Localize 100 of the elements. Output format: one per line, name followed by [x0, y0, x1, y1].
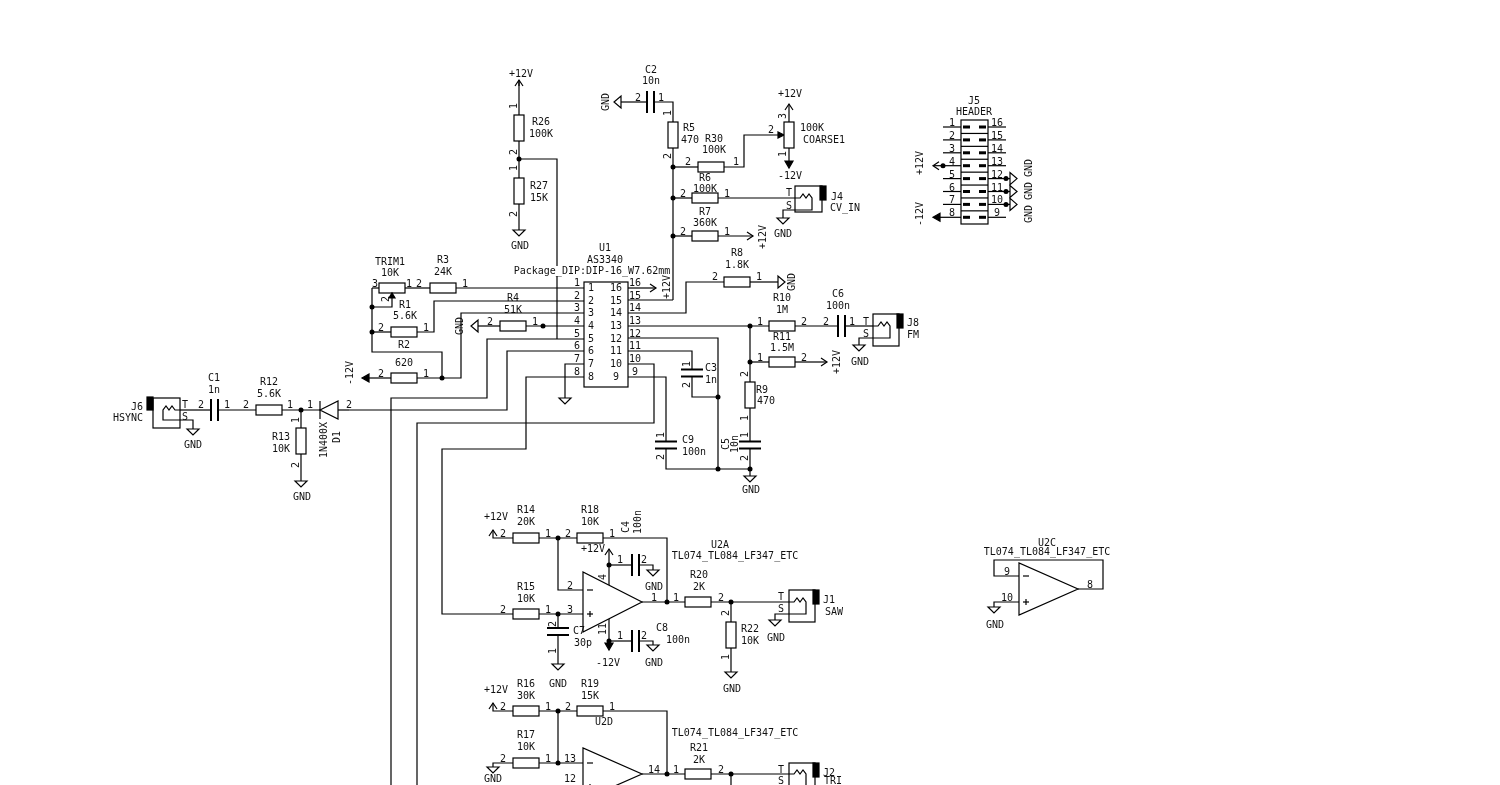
component-value: 100n: [665, 635, 691, 645]
pin-number: 1: [545, 754, 551, 764]
component-value: 1.5M: [769, 343, 795, 353]
pin-number: 16: [610, 283, 622, 293]
component-value: 10K: [271, 444, 291, 454]
net-label: GND: [644, 582, 664, 592]
pin-number: 2: [487, 317, 493, 327]
reference-designator: C4: [621, 521, 631, 533]
pin-number: 14: [991, 143, 1003, 154]
pin-number: 1: [757, 317, 763, 327]
reference-designator: R8: [731, 248, 743, 258]
pin-number: 1: [224, 400, 230, 410]
reference-designator: D1: [332, 431, 342, 443]
pin-number: 1: [307, 400, 313, 410]
component-value: 24K: [433, 267, 453, 277]
component-value: 10K: [380, 268, 400, 278]
net-label: GND: [850, 357, 870, 367]
component-value: 360K: [692, 218, 718, 228]
component-value: FM: [907, 330, 919, 340]
pin-number: 1: [656, 432, 666, 438]
net-label: -12V: [777, 171, 803, 181]
pin-number: 1: [532, 317, 538, 327]
pin-number: 1: [545, 605, 551, 615]
component-value: HEADER: [955, 107, 993, 117]
pin-number: 6: [574, 341, 580, 351]
pin-number: 3: [778, 113, 788, 119]
pin-number: 2: [768, 125, 774, 135]
pin-number: 16: [629, 278, 641, 288]
pin-number: 5: [949, 169, 955, 180]
reference-designator: C2: [645, 65, 657, 75]
net-label: -12V: [915, 201, 925, 227]
pin-number: 3: [949, 143, 955, 154]
pin-number: 1: [673, 593, 679, 603]
reference-designator: R11: [772, 332, 792, 342]
pin-number: 8: [1087, 580, 1093, 590]
net-label: +12V: [508, 69, 534, 79]
component-value: CV_IN: [829, 203, 861, 213]
reference-designator: R18: [580, 505, 600, 515]
pin-number: 2: [680, 227, 686, 237]
pin-number: 2: [567, 581, 573, 591]
pin-number: 2: [416, 279, 422, 289]
pin-number: 1: [778, 151, 788, 157]
pin-number: T: [786, 188, 792, 198]
pin-number: 2: [198, 400, 204, 410]
reference-designator: R17: [516, 730, 536, 740]
component-value: 1n: [208, 385, 220, 395]
pin-number: 16: [991, 118, 1003, 128]
pin-number: 2: [588, 296, 594, 306]
pin-number: 2: [291, 462, 301, 468]
component-value: 30K: [516, 691, 536, 701]
pin-number: 4: [588, 321, 594, 331]
pin-number: 2: [656, 454, 666, 460]
pin-number: 15: [629, 291, 641, 301]
pin-number: 10: [1001, 593, 1013, 603]
pin-number: 1: [663, 110, 673, 116]
pin-number: 2: [500, 754, 506, 764]
component-value: 100n: [681, 447, 707, 457]
pin-number: 3: [567, 605, 573, 615]
pin-number: 2: [663, 153, 673, 159]
pin-number: 1: [509, 165, 519, 171]
pin-number: 2: [801, 317, 807, 327]
reference-designator: C3: [705, 363, 717, 373]
pin-number: 1: [757, 353, 763, 363]
pin-number: 1: [574, 278, 580, 288]
reference-designator: R1: [399, 300, 411, 310]
net-label: -12V: [595, 658, 621, 668]
pin-number: 11: [991, 182, 1003, 193]
pin-number: 11: [598, 623, 608, 635]
footprint-label: Package_DIP:DIP-16_W7.62mm: [513, 266, 671, 276]
pin-number: 7: [949, 195, 955, 206]
pin-number: 12: [629, 329, 641, 339]
pin-number: 8: [949, 208, 955, 219]
pin-number: 2: [509, 149, 519, 155]
pin-number: 2: [548, 621, 558, 627]
pin-number: 13: [610, 321, 622, 331]
component-value: TRI: [823, 776, 843, 785]
pin-number: 1: [658, 93, 664, 103]
pin-number: 13: [564, 754, 576, 764]
reference-designator: R12: [259, 377, 279, 387]
pin-number: 2: [574, 291, 580, 301]
net-label: +12V: [777, 89, 803, 99]
pin-number: 2: [949, 130, 955, 141]
component-value: 10K: [580, 517, 600, 527]
pin-number: T: [778, 592, 784, 602]
net-label: GND: [183, 440, 203, 450]
pin-number: 12: [564, 774, 576, 784]
pin-number: 2: [740, 455, 750, 461]
pin-number: 13: [991, 156, 1003, 167]
component-value: TL074_TL084_LF347_ETC: [671, 728, 799, 738]
component-value: 100K: [701, 145, 727, 155]
reference-designator: R15: [516, 582, 536, 592]
component-value: 2K: [693, 582, 705, 592]
pin-number: 1: [509, 103, 519, 109]
pin-number: 4: [574, 316, 580, 326]
pin-number: 2: [378, 323, 384, 333]
pin-number: 2: [500, 605, 506, 615]
pin-number: S: [863, 329, 869, 339]
reference-designator: C1: [208, 373, 220, 383]
pin-number: 1: [588, 283, 594, 293]
component-value: 2K: [693, 755, 705, 765]
